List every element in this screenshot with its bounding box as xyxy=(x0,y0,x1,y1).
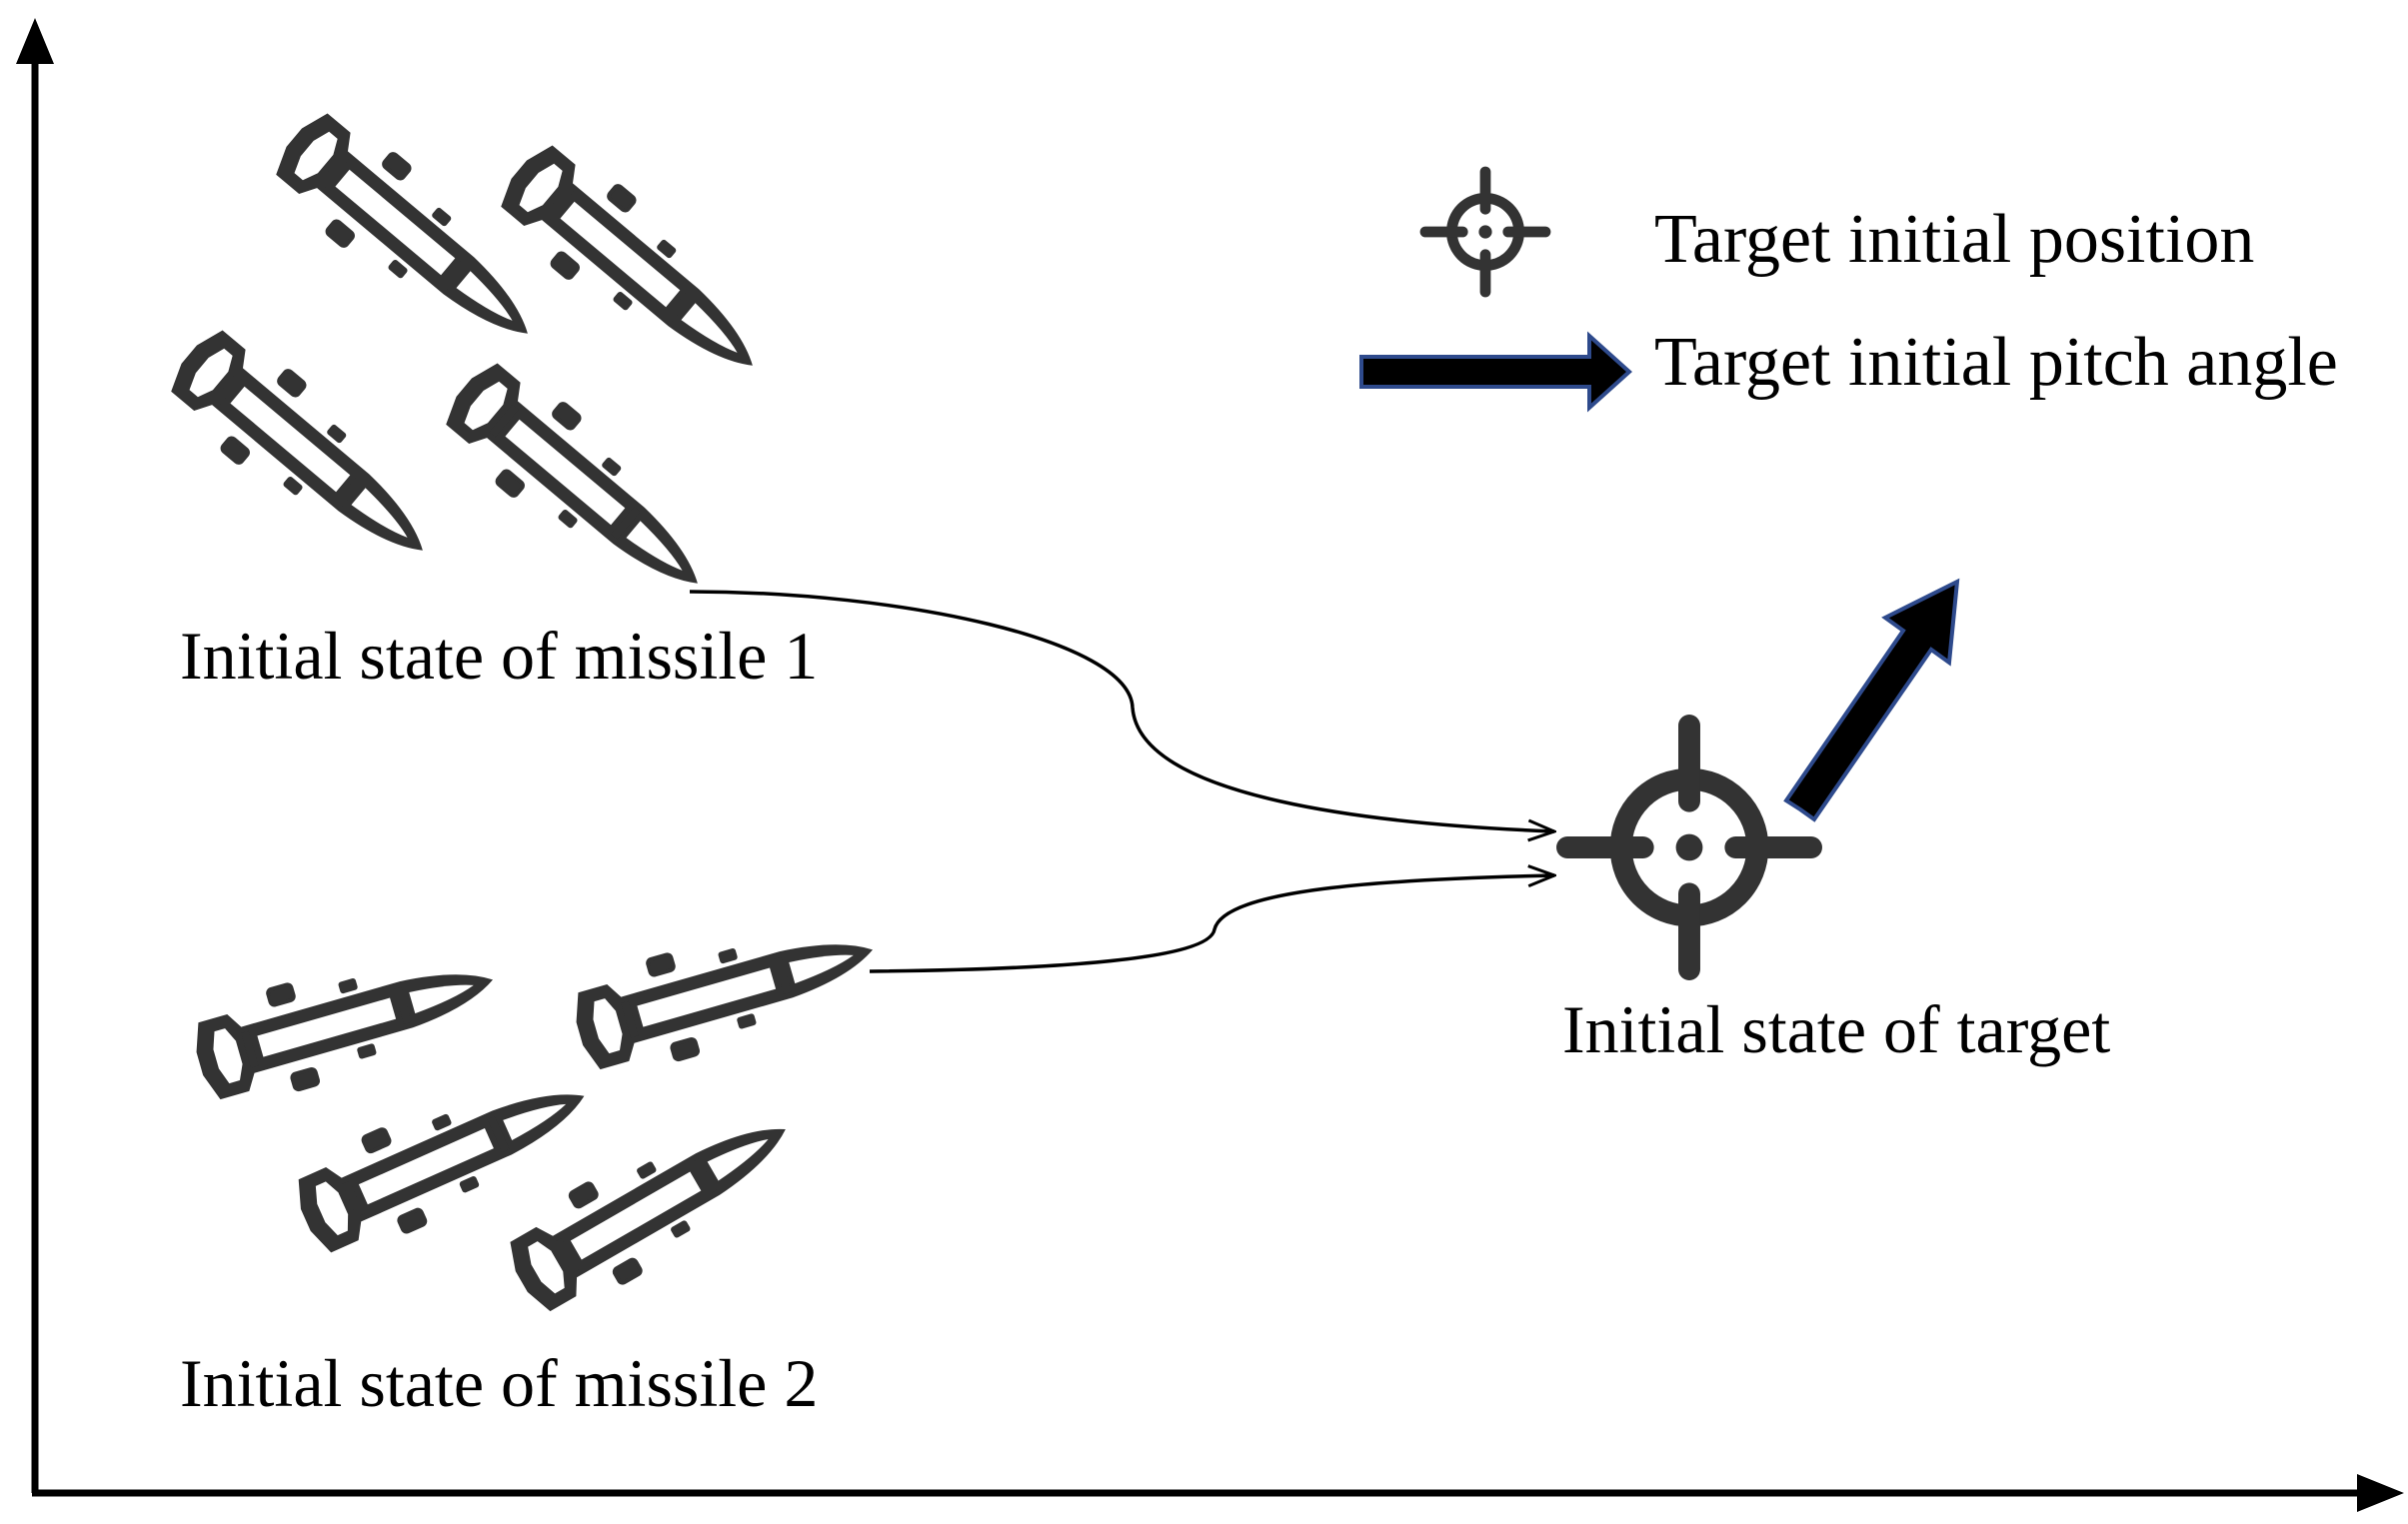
missile-icon xyxy=(566,899,888,1083)
x-axis-arrowhead xyxy=(2357,1474,2404,1512)
legend-pitch-angle-label: Target initial pitch angle xyxy=(1654,324,2338,401)
trajectory-missile-2 xyxy=(869,875,1554,973)
y-axis-arrowhead xyxy=(16,18,54,64)
missile-group-1-label: Initial state of missile 1 xyxy=(180,618,819,694)
missile-icon xyxy=(431,348,731,624)
missile-icon xyxy=(186,929,508,1113)
missile-icon xyxy=(486,130,786,406)
crosshair-icon xyxy=(1425,172,1545,292)
arrow-icon xyxy=(1359,331,1632,413)
missile-group-2-label: Initial state of missile 2 xyxy=(180,1345,819,1421)
missile-group-2 xyxy=(186,899,888,1326)
missile-icon xyxy=(156,315,456,591)
target-label: Initial state of target xyxy=(1562,991,2111,1067)
crosshair-icon xyxy=(1567,726,1811,969)
pitch-angle-arrow-icon xyxy=(1783,578,1960,822)
axes xyxy=(16,18,2404,1512)
missile-icon xyxy=(261,98,561,374)
legend-target-position-label: Target initial position xyxy=(1654,201,2255,278)
missile-group-1 xyxy=(156,98,786,624)
trajectory-missile-1 xyxy=(689,590,1554,831)
